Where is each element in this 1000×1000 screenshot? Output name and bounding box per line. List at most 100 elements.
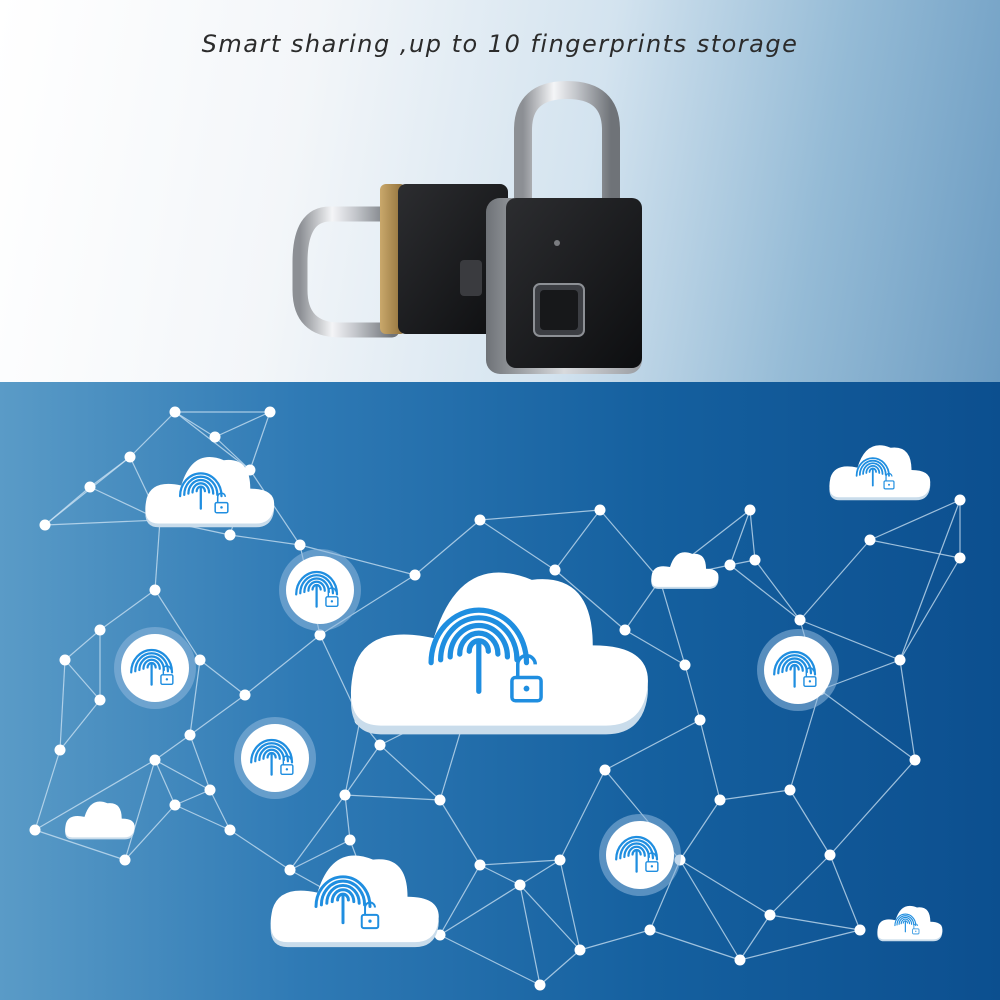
back-lock-shackle [292,206,400,338]
network-node [549,564,561,576]
network-link [154,759,211,791]
fingerprint-icon [130,648,174,686]
network-node [554,854,566,866]
network-node [679,659,691,671]
network-link [34,749,61,831]
network-link [124,804,176,861]
network-link [559,859,581,951]
network-nodes [29,406,966,991]
network-link [379,744,441,801]
network-node [224,824,236,836]
network-link [829,759,916,856]
fingerprint-badge [757,629,839,711]
padlock-icon [280,755,294,776]
cloud-icon [270,855,439,948]
network-node [169,799,181,811]
network-node [209,431,221,443]
network-link [229,534,301,546]
network-node [644,924,656,936]
fingerprint-icon [295,570,339,608]
network-link [479,519,556,571]
network-node [149,754,161,766]
network-link [229,829,291,871]
network-node [714,794,726,806]
network-link [289,839,351,871]
network-link [34,829,126,861]
network-node [94,624,106,636]
network-link [739,914,771,961]
network-link [769,854,831,916]
padlock-icon [803,667,817,688]
cloud-icon [651,552,719,589]
network-node [864,534,876,546]
network-node [474,514,486,526]
network-link [64,659,101,701]
network-node [909,754,921,766]
network-link [289,794,346,871]
network-link [479,859,561,866]
network-link [344,744,381,796]
network-node [284,864,296,876]
network-link [899,659,916,761]
network-node [409,569,421,581]
network-node [84,481,96,493]
cloud-icon [829,445,931,501]
network-link [624,629,686,666]
fingerprint-icon [615,835,659,873]
padlock-icon [510,653,543,703]
network-link [344,719,361,796]
network-link [749,509,756,561]
network-node [434,929,446,941]
network-node [314,629,326,641]
padlock-illustration [292,80,642,374]
network-node [374,739,386,751]
network-node [824,849,836,861]
network-node [119,854,131,866]
network-link [189,694,246,736]
network-link [59,659,66,751]
front-lock-shackle [514,80,620,212]
network-node [239,689,251,701]
network-link [799,619,901,661]
cloud-icon [65,801,135,840]
network-link [659,579,686,666]
fingerprint-badge [114,627,196,709]
fingerprint-icon [250,738,294,776]
network-link [554,569,626,631]
network-link [899,499,961,661]
network-link [559,769,606,861]
network-link [124,759,156,861]
network-link [869,539,961,559]
network-node [594,504,606,516]
network-node [794,614,806,626]
network-node [39,519,51,531]
network-node [894,654,906,666]
network-link [554,509,601,571]
network-node [854,924,866,936]
network-node [184,729,196,741]
network-link [789,789,831,856]
network-link [439,799,481,866]
network-link [249,411,271,471]
network-link [154,519,161,591]
network-node [954,494,966,506]
padlock-icon [325,587,339,608]
network-link [539,949,581,986]
network-link [739,929,861,961]
padlock-icon [645,852,659,873]
network-node [54,744,66,756]
network-link [174,789,211,806]
network-node [339,789,351,801]
fingerprint-icon [894,913,917,933]
padlock-icon [360,901,380,930]
network-link [699,719,721,801]
network-link [189,659,201,736]
network-link [414,519,481,576]
network-node [534,979,546,991]
network-node [29,824,41,836]
fingerprint-icon [855,457,890,487]
network-node [724,559,736,571]
network-link [214,436,251,471]
network-link [64,629,101,661]
network-node [149,584,161,596]
